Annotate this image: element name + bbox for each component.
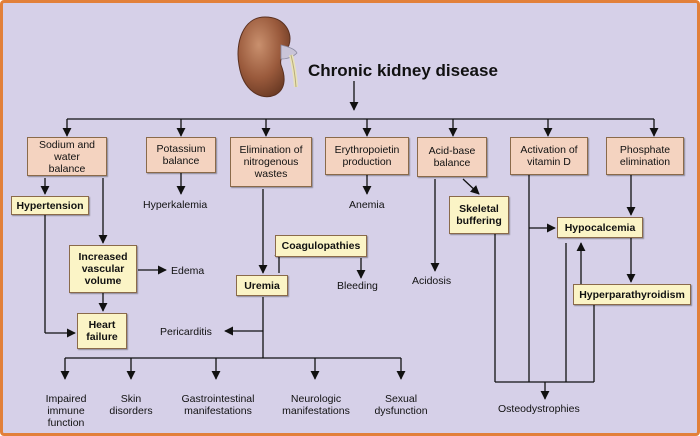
acidosis-label: Acidosis xyxy=(412,275,452,287)
category-acid-base: Acid-base balance xyxy=(417,137,487,177)
manifestation-immune: Impaired immune function xyxy=(45,393,87,429)
hyperparathyroidism-box: Hyperparathyroidism xyxy=(573,284,691,305)
category-vitamin-d: Activation of vitamin D xyxy=(510,137,588,175)
osteodystrophies-label: Osteodystrophies xyxy=(498,403,580,415)
kidney-icon xyxy=(237,16,298,97)
category-nitrogenous-wastes: Elimination of nitrogenous wastes xyxy=(230,137,312,187)
category-sodium-water: Sodium and water balance xyxy=(27,137,107,176)
manifestation-gastrointestinal: Gastrointestinal manifestations xyxy=(181,393,255,417)
bleeding-label: Bleeding xyxy=(337,280,378,292)
manifestation-skin: Skin disorders xyxy=(109,393,153,417)
hypocalcemia-box: Hypocalcemia xyxy=(557,217,643,238)
manifestation-neurologic: Neurologic manifestations xyxy=(282,393,350,417)
category-phosphate: Phosphate elimination xyxy=(606,137,684,175)
category-potassium: Potassium balance xyxy=(146,137,216,173)
hyperkalemia-label: Hyperkalemia xyxy=(143,199,208,211)
coagulopathies-box: Coagulopathies xyxy=(275,235,367,257)
heart-failure-box: Heart failure xyxy=(77,313,127,349)
diagram-connectors xyxy=(40,16,659,400)
increased-vascular-volume-box: Increased vascular volume xyxy=(69,245,137,293)
uremia-box: Uremia xyxy=(236,275,288,296)
hypertension-box: Hypertension xyxy=(11,196,89,215)
edema-label: Edema xyxy=(171,265,205,277)
diagram-title: Chronic kidney disease xyxy=(308,61,498,80)
manifestation-sexual: Sexual dysfunction xyxy=(374,393,428,417)
category-erythropoietin: Erythropoietin production xyxy=(325,137,409,175)
anemia-label: Anemia xyxy=(349,199,385,211)
skeletal-buffering-box: Skeletal buffering xyxy=(449,196,509,234)
pericarditis-label: Pericarditis xyxy=(160,326,212,338)
